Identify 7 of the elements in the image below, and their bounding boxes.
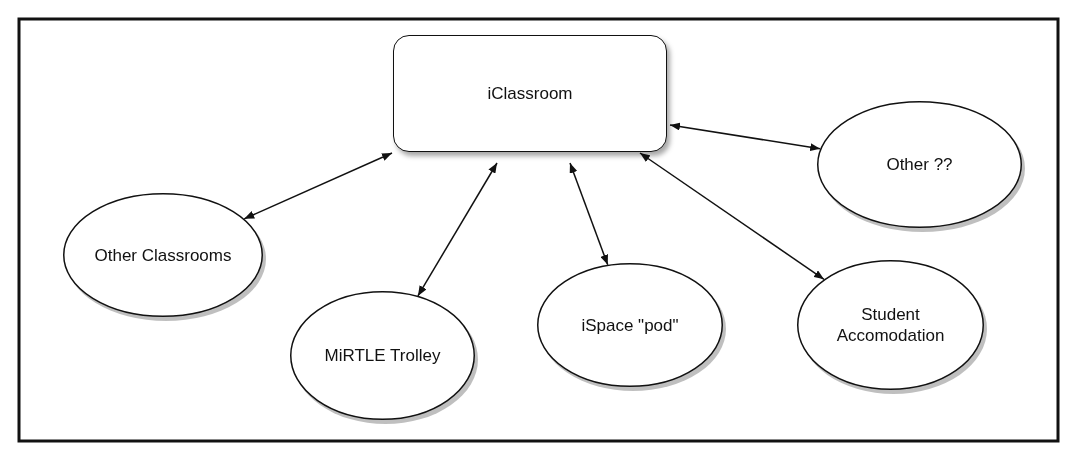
double-arrow [417,162,498,297]
node-label: iClassroom [487,83,573,104]
double-arrow [669,122,821,152]
double-arrow [569,162,609,266]
rounded-box [393,35,667,152]
double-arrow [243,152,393,220]
double-arrow [639,152,825,281]
